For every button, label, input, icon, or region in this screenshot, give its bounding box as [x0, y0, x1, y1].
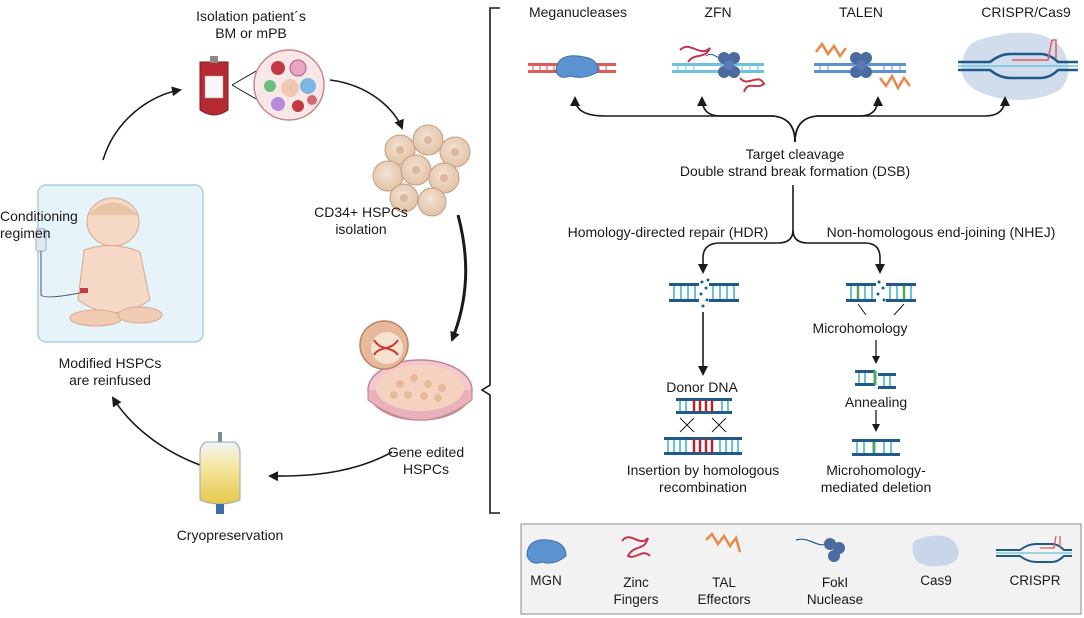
nhej-title: Non-homologous end-joining (NHEJ): [826, 224, 1056, 240]
gene-edited-label: Gene edited HSPCs: [386, 444, 466, 478]
deletion-dna-icon: [852, 439, 900, 456]
deletion-label: Microhomology- mediated deletion: [806, 462, 946, 496]
bone-marrow-cells-icon: [253, 49, 325, 121]
nuclease-brace: [570, 96, 1010, 143]
cleavage-label-line1: Target cleavage: [745, 146, 845, 162]
cleavage-label: Target cleavage Double strand break form…: [640, 146, 950, 180]
patient-infant-icon: [35, 184, 204, 343]
legend-tal-label: TAL Effectors: [692, 574, 756, 608]
conditioning-label: Conditioning regimen: [0, 208, 84, 242]
gene-edited-label-line1: Gene edited: [387, 444, 465, 460]
talen-label: TALEN: [838, 4, 884, 20]
cycle-arrow-to-dish: [450, 214, 468, 342]
insertion-label-line1: Insertion by homologous: [626, 462, 780, 478]
conditioning-label-line2: regimen: [0, 225, 51, 241]
blood-bag-icon: [199, 56, 229, 116]
annealing-label: Annealing: [844, 394, 908, 410]
cycle-arrow-to-cd34: [329, 79, 404, 130]
legend-crispr-label: CRISPR: [1009, 573, 1061, 588]
legend-zinc-label: Zinc Fingers: [606, 574, 666, 608]
deletion-label-line2: mediated deletion: [820, 479, 932, 495]
edited-cell-dna-icon: [359, 320, 409, 370]
reinfused-label-line2: are reinfused: [69, 372, 151, 388]
cycle-arrow-to-patient: [111, 396, 201, 466]
tal-effectors-legend-icon: [705, 531, 742, 553]
gene-edited-label-line2: HSPCs: [403, 461, 449, 477]
insertion-label-line2: recombination: [659, 479, 747, 495]
cryopreservation-label: Cryopreservation: [176, 527, 284, 543]
legend-foki-line2: Nuclease: [806, 592, 864, 607]
cycle-arrow-to-cryo: [268, 451, 393, 482]
nhej-dsb-dna-icon: [846, 280, 916, 316]
donor-dna-icon: [676, 398, 732, 433]
arrow-to-nhej: [792, 229, 885, 274]
conditioning-label-line1: Conditioning: [0, 208, 78, 224]
cleavage-label-line2: Double strand break formation (DSB): [679, 163, 911, 179]
cd34-label-line2: isolation: [335, 221, 387, 237]
zinc-fingers-legend-icon: [621, 536, 651, 558]
recombined-dna-icon: [664, 437, 742, 455]
right-panel-bracket: [480, 7, 500, 514]
crispr-cas9-label: CRISPR/Cas9: [981, 4, 1071, 20]
hdr-title: Homology-directed repair (HDR): [567, 224, 769, 240]
mgn-legend-icon: [526, 539, 567, 564]
legend-foki-label: FokI Nuclease: [800, 574, 870, 608]
deletion-label-line1: Microhomology-: [826, 462, 926, 478]
legend-foki-line1: FokI: [821, 575, 849, 590]
annealing-dna-icon: [855, 370, 896, 389]
reinfused-label: Modified HSPCs are reinfused: [50, 355, 170, 389]
isolation-label: Isolation patient´s BM or mPB: [186, 8, 316, 42]
meganucleases-label: Meganucleases: [528, 4, 628, 20]
legend-tal-line1: TAL: [712, 575, 736, 590]
insertion-label: Insertion by homologous recombination: [608, 462, 798, 496]
microhomology-label: Microhomology: [812, 320, 908, 336]
legend-cas9-label: Cas9: [920, 573, 952, 588]
legend-mgn-label: MGN: [530, 573, 562, 588]
cd34-label: CD34+ HSPCs isolation: [306, 204, 416, 238]
foki-nuclease-legend-icon: [795, 538, 845, 562]
hdr-dsb-dna-icon: [669, 278, 739, 308]
cas9-legend-icon: [912, 535, 959, 567]
talen-dna-icon: [814, 41, 911, 91]
meganuclease-dna-icon: [528, 55, 616, 78]
petri-dish-icon: [367, 359, 473, 421]
crispr-cas9-dna-icon: [958, 32, 1078, 101]
arrow-to-hdr: [698, 185, 794, 274]
reinfused-label-line1: Modified HSPCs: [58, 355, 162, 371]
zfn-dna-icon: [672, 45, 766, 93]
cd34-cells-cluster-icon: [372, 124, 471, 217]
legend-zinc-line2: Fingers: [613, 592, 659, 607]
cd34-label-line1: CD34+ HSPCs: [314, 204, 408, 220]
isolation-label-line1: Isolation patient´s: [196, 8, 306, 24]
cryopreservation-bag-icon: [199, 432, 241, 514]
zfn-label: ZFN: [704, 4, 732, 20]
isolation-label-line2: BM or mPB: [215, 25, 287, 41]
cycle-arrow-to-isolation: [102, 86, 182, 161]
donor-dna-label: Donor DNA: [666, 379, 738, 395]
legend-tal-line2: Effectors: [697, 592, 751, 607]
legend-zinc-line1: Zinc: [623, 575, 649, 590]
crispr-legend-icon: [996, 535, 1072, 563]
